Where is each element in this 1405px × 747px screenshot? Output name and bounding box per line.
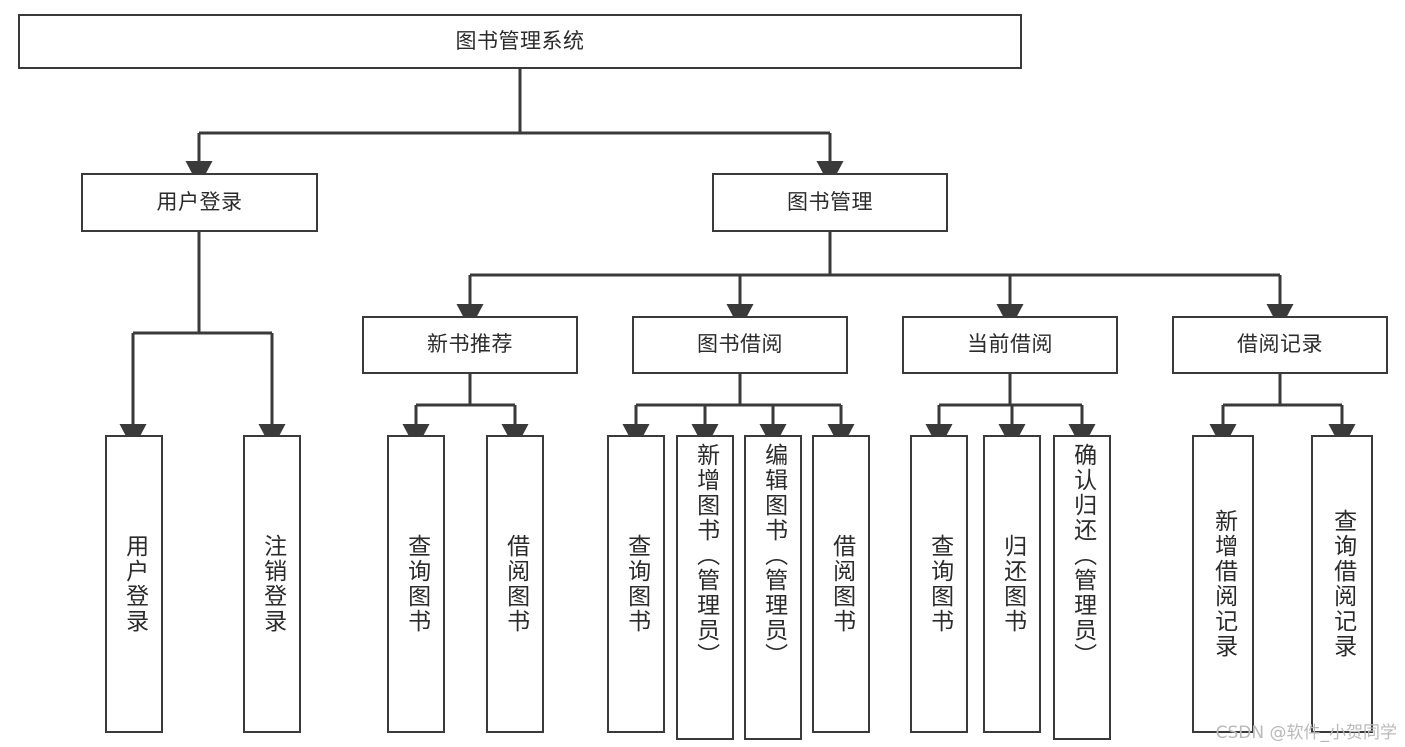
- node-user-login-label: 用户登录: [156, 189, 243, 214]
- node-book-borrow-label: 图书借阅: [697, 332, 783, 357]
- leaf-query-book-2[interactable]: 查询图书: [607, 435, 665, 733]
- watermark: CSDN @软件_小贺同学: [1215, 723, 1397, 743]
- leaf-query-record-label: 查询借阅记录: [1329, 509, 1356, 659]
- node-new-book-recommend[interactable]: 新书推荐: [362, 316, 578, 374]
- leaf-query-book-2-label: 查询图书: [623, 534, 650, 634]
- leaf-add-record[interactable]: 新增借阅记录: [1192, 435, 1254, 733]
- leaf-edit-book-label: 编辑图书（管理员）: [760, 443, 787, 668]
- leaf-confirm-return[interactable]: 确认归还（管理员）: [1053, 435, 1111, 740]
- leaf-borrow-book-2-label: 借阅图书: [828, 534, 855, 634]
- node-current-borrow[interactable]: 当前借阅: [902, 316, 1118, 374]
- node-book-manage-label: 图书管理: [787, 189, 873, 214]
- leaf-query-book-1[interactable]: 查询图书: [387, 435, 445, 733]
- leaf-borrow-book-2[interactable]: 借阅图书: [812, 435, 870, 733]
- node-root-label: 图书管理系统: [455, 28, 585, 53]
- leaf-logout[interactable]: 注销登录: [243, 435, 301, 733]
- node-borrow-record-label: 借阅记录: [1237, 332, 1323, 357]
- leaf-return-book-label: 归还图书: [999, 534, 1026, 634]
- leaf-edit-book[interactable]: 编辑图书（管理员）: [744, 435, 802, 740]
- leaf-add-record-label: 新增借阅记录: [1210, 509, 1237, 659]
- leaf-borrow-book-1[interactable]: 借阅图书: [486, 435, 544, 733]
- node-root[interactable]: 图书管理系统: [18, 14, 1022, 69]
- leaf-return-book[interactable]: 归还图书: [983, 435, 1041, 733]
- leaf-query-book-3[interactable]: 查询图书: [910, 435, 968, 733]
- leaf-query-book-1-label: 查询图书: [403, 534, 430, 634]
- node-current-borrow-label: 当前借阅: [967, 332, 1053, 357]
- node-book-manage[interactable]: 图书管理: [712, 173, 948, 232]
- node-book-borrow[interactable]: 图书借阅: [632, 316, 848, 374]
- leaf-borrow-book-1-label: 借阅图书: [502, 534, 529, 634]
- leaf-user-login-label: 用户登录: [121, 534, 148, 634]
- node-new-book-recommend-label: 新书推荐: [427, 332, 513, 357]
- leaf-user-login[interactable]: 用户登录: [105, 435, 163, 733]
- leaf-add-book-label: 新增图书（管理员）: [692, 443, 719, 668]
- leaf-confirm-return-label: 确认归还（管理员）: [1069, 443, 1096, 668]
- node-borrow-record[interactable]: 借阅记录: [1172, 316, 1388, 374]
- leaf-add-book[interactable]: 新增图书（管理员）: [676, 435, 734, 740]
- node-user-login[interactable]: 用户登录: [81, 173, 318, 232]
- leaf-logout-label: 注销登录: [259, 534, 286, 634]
- leaf-query-record[interactable]: 查询借阅记录: [1311, 435, 1373, 733]
- leaf-query-book-3-label: 查询图书: [926, 534, 953, 634]
